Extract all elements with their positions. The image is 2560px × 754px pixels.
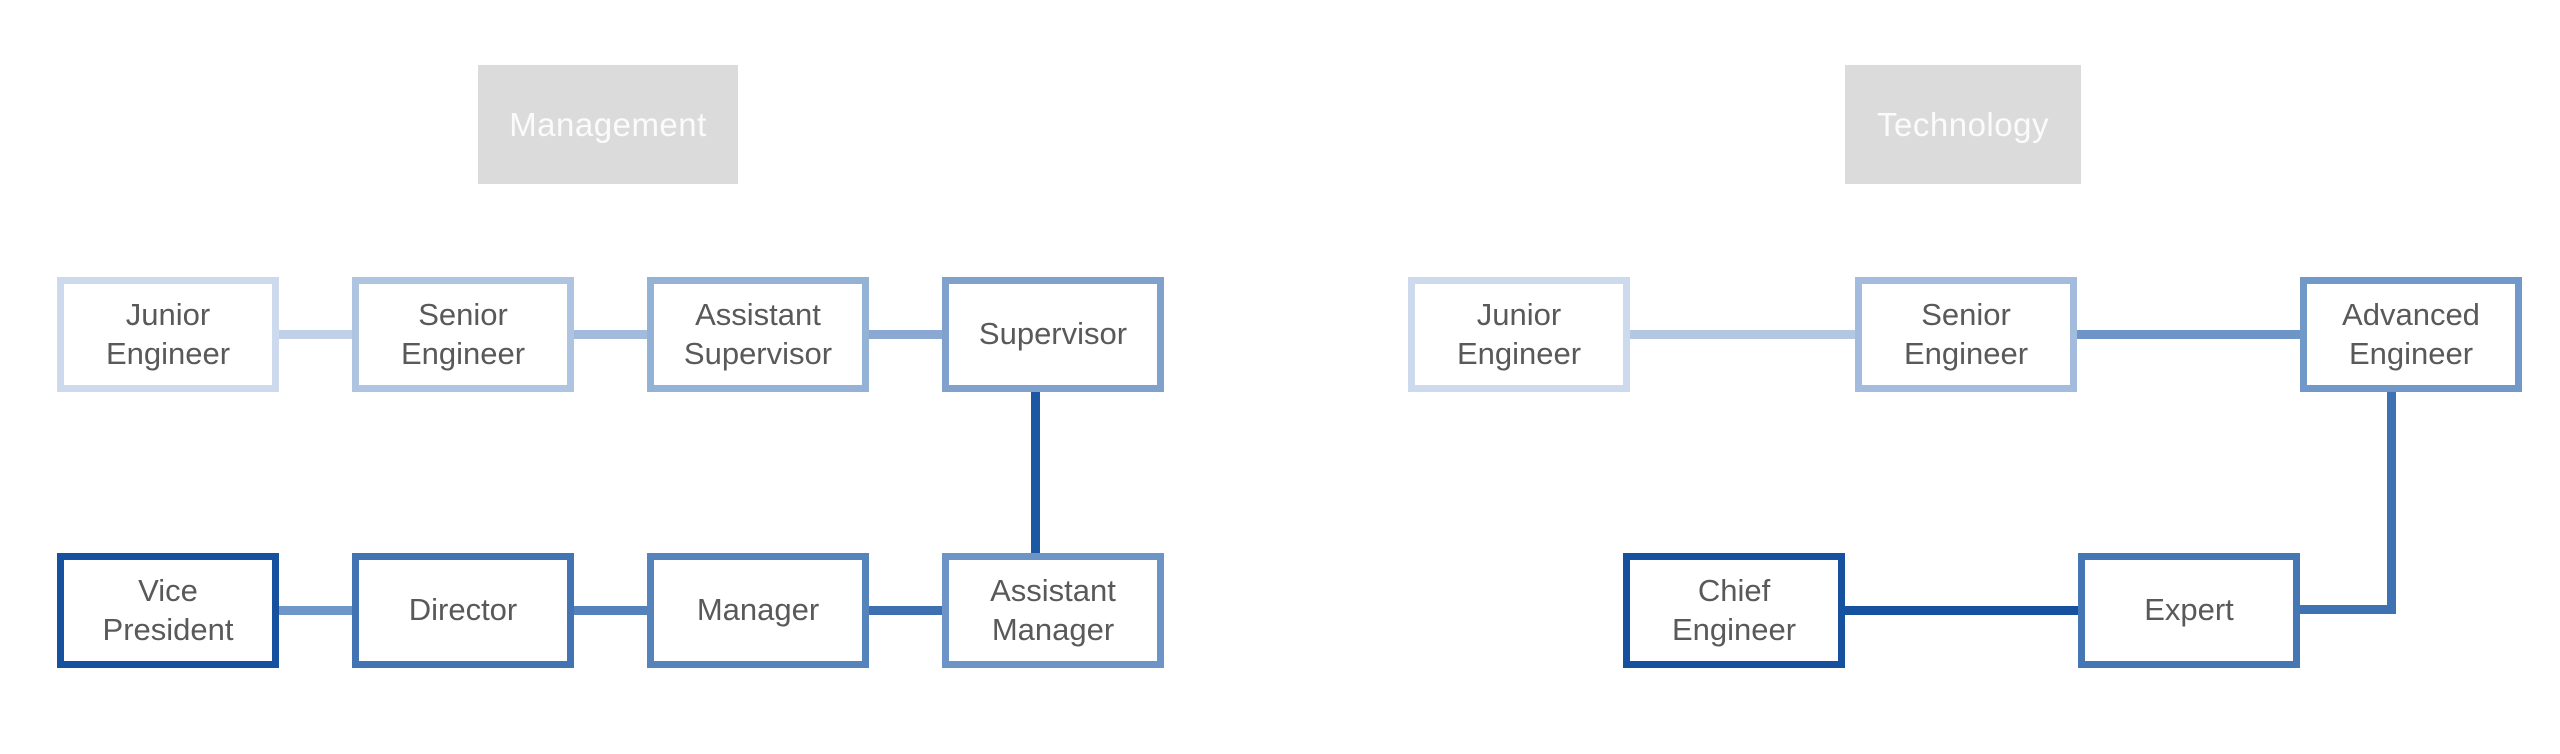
- connector-manager-director: [574, 606, 647, 615]
- technology-track-header: Technology: [1845, 65, 2081, 184]
- connector-supervisor-assistant-manager: [1031, 392, 1040, 553]
- connector-junior-senior-tech: [1630, 330, 1855, 339]
- connector-senior-assistant-supervisor: [574, 330, 647, 339]
- connector-expert-chief: [1845, 606, 2078, 615]
- node-senior-engineer-tech: Senior Engineer: [1855, 277, 2077, 392]
- management-track-header: Management: [478, 65, 738, 184]
- node-junior-engineer-tech: Junior Engineer: [1408, 277, 1630, 392]
- node-director: Director: [352, 553, 574, 668]
- node-assistant-manager: Assistant Manager: [942, 553, 1164, 668]
- node-assistant-supervisor: Assistant Supervisor: [647, 277, 869, 392]
- connector-junior-senior: [279, 330, 352, 339]
- node-manager: Manager: [647, 553, 869, 668]
- node-junior-engineer: Junior Engineer: [57, 277, 279, 392]
- connector-senior-advanced: [2077, 330, 2300, 339]
- node-chief-engineer: Chief Engineer: [1623, 553, 1845, 668]
- node-expert: Expert: [2078, 553, 2300, 668]
- connector-advanced-expert-horizontal: [2300, 605, 2396, 614]
- connector-assistant-manager-manager: [869, 606, 942, 615]
- node-advanced-engineer: Advanced Engineer: [2300, 277, 2522, 392]
- connector-director-vice-president: [279, 606, 352, 615]
- node-vice-president: Vice President: [57, 553, 279, 668]
- node-senior-engineer: Senior Engineer: [352, 277, 574, 392]
- connector-assistant-supervisor-supervisor: [869, 330, 942, 339]
- node-supervisor: Supervisor: [942, 277, 1164, 392]
- connector-advanced-expert-vertical: [2387, 392, 2396, 614]
